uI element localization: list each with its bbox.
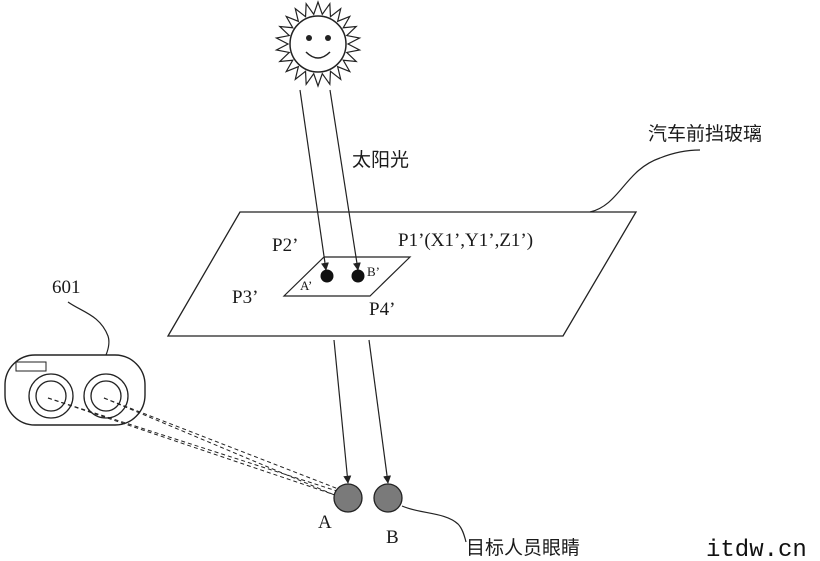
eyes-label: 目标人员眼睛 — [466, 537, 580, 559]
reflected-ray-b — [368, 339, 392, 484]
sun-ray-ring — [274, 0, 362, 88]
sunlight-ray-right — [329, 89, 361, 271]
reflection-region — [282, 256, 412, 297]
p3-label: P3’ — [232, 287, 258, 308]
camera-label: 601 — [52, 277, 81, 298]
windshield-leader — [589, 149, 701, 213]
reflection-point-a — [320, 269, 334, 283]
windshield-plane — [166, 211, 638, 337]
reflection-point-b — [351, 269, 365, 283]
eye-b — [373, 483, 403, 513]
eyes-leader — [401, 505, 467, 543]
sightline-2 — [47, 397, 341, 493]
sunlight-ray-left — [299, 89, 329, 271]
p2-label: P2’ — [272, 235, 298, 256]
b-prime-label: B’ — [367, 264, 380, 279]
eye-a-label: A — [318, 512, 332, 533]
sun-rays — [274, 0, 362, 88]
camera-leader — [67, 301, 110, 356]
eye-b-label: B — [386, 527, 399, 548]
p1-label: P1’(X1’,Y1’,Z1’) — [398, 230, 533, 251]
sightline-4 — [103, 397, 342, 491]
camera-icon — [4, 354, 146, 426]
reflected-ray-a — [333, 339, 352, 484]
sightline-3 — [103, 397, 345, 500]
eye-a — [333, 483, 363, 513]
p4-label: P4’ — [369, 299, 395, 320]
sunlight-label: 太阳光 — [352, 149, 409, 171]
windshield-label: 汽车前挡玻璃 — [648, 123, 762, 145]
sun-icon — [274, 0, 362, 88]
sightline-1 — [47, 397, 345, 499]
watermark: itdw.cn — [706, 537, 807, 561]
a-prime-label: A’ — [300, 278, 312, 293]
